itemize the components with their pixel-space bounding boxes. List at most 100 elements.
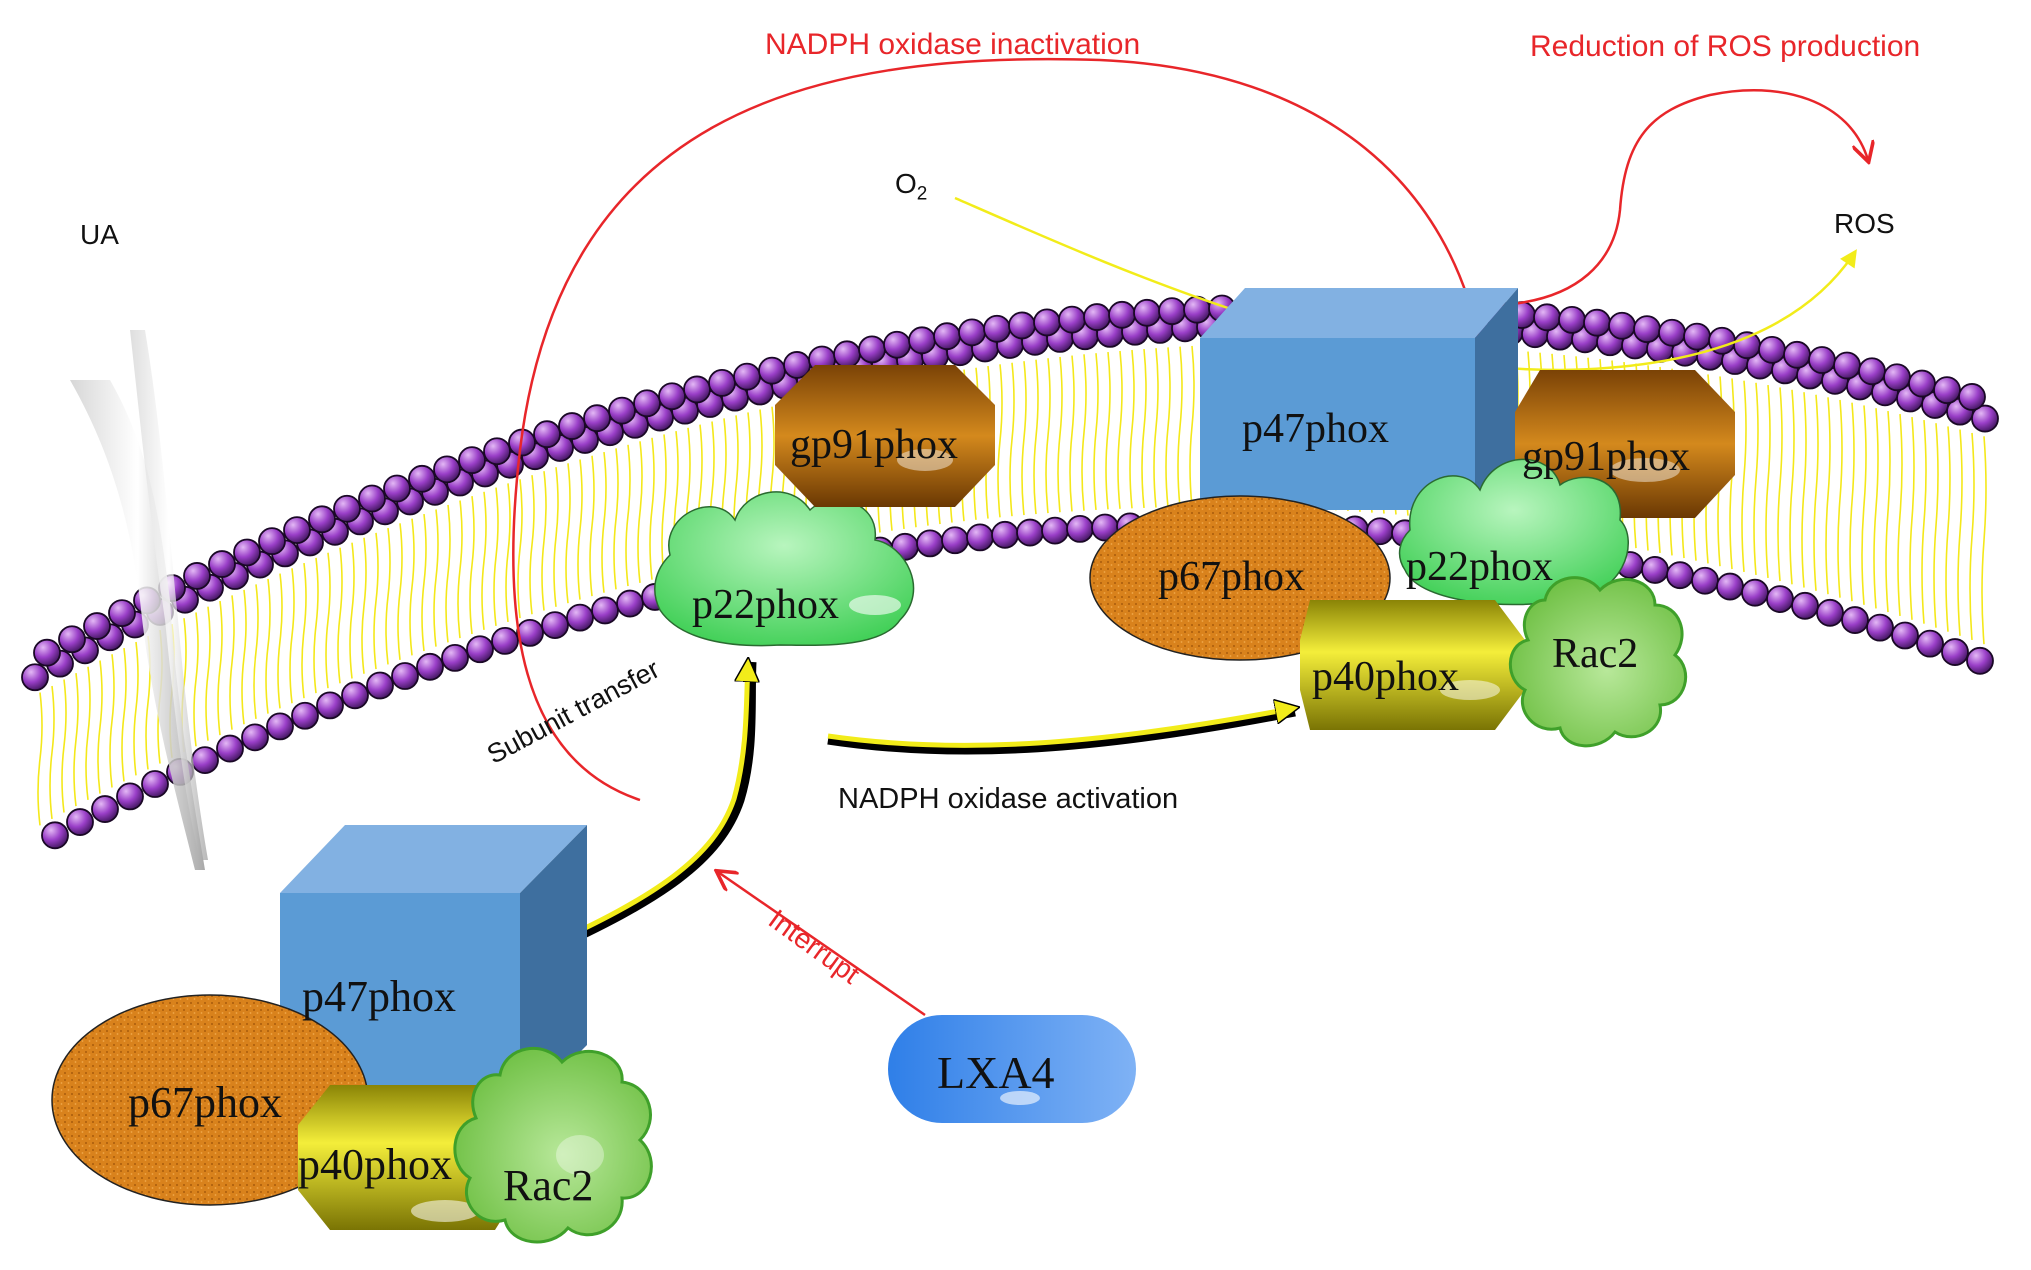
lipid-head: [966, 523, 994, 552]
lipid-head: [433, 455, 461, 484]
lipid-tail: [1165, 347, 1171, 508]
lipid-head: [983, 314, 1011, 343]
lipid-head: [1633, 315, 1661, 344]
nadph-inactivation-label: NADPH oxidase inactivation: [765, 28, 1141, 61]
lipid-tail: [1057, 356, 1063, 513]
lipid-head: [366, 671, 394, 700]
o2-label-sub: 2: [916, 183, 928, 205]
subunit-transfer-arrow-outline: [543, 661, 757, 957]
subunit-transfer-arrow: [543, 662, 748, 950]
ros-reduction-label: Reduction of ROS production: [1530, 30, 1921, 63]
lipid-head: [66, 808, 94, 836]
lipid-tail: [1837, 399, 1843, 598]
lipid-tail: [637, 441, 643, 583]
lipid-head: [258, 527, 286, 556]
lipid-head: [1658, 318, 1686, 347]
lipid-head: [441, 643, 469, 672]
lipid-tail: [997, 364, 1003, 518]
lipid-head: [191, 746, 219, 774]
lipid-tail: [1117, 350, 1123, 509]
membrane-p22-left-label: p22phox: [692, 582, 839, 628]
ua-label: UA: [80, 219, 119, 250]
lipid-head: [208, 550, 236, 578]
lipid-head: [916, 529, 944, 558]
lipid-head: [1158, 297, 1186, 326]
lipid-tail: [1069, 355, 1075, 512]
lipid-head: [1908, 369, 1936, 398]
lipid-head: [483, 437, 511, 466]
lipid-head: [1666, 561, 1694, 590]
membrane-p67-right-label: p67phox: [1158, 554, 1305, 600]
lipid-head: [458, 446, 486, 475]
membrane-complex-left: [654, 365, 995, 647]
lipid-tail: [565, 463, 571, 604]
lipid-tail: [61, 679, 67, 813]
lipid-tail: [1021, 361, 1027, 516]
cytosolic-p47-label: p47phox: [302, 972, 456, 1021]
lipid-tail: [529, 475, 535, 615]
lipid-heads: [21, 292, 1999, 850]
lipid-tail: [1861, 405, 1867, 605]
lipid-head: [58, 625, 86, 654]
lipid-head: [1133, 298, 1161, 327]
lipid-tail: [541, 471, 547, 611]
cytosolic-p40-label: p40phox: [298, 1140, 452, 1189]
lipid-tail: [289, 568, 295, 704]
lipid-head: [591, 596, 619, 625]
lipid-tail: [1741, 380, 1747, 573]
membrane-rac2-right: [1508, 576, 1688, 748]
lipid-head: [933, 322, 961, 351]
lipid-tail: [1885, 411, 1891, 613]
lipid-head: [1816, 598, 1844, 627]
cytosolic-complex: [51, 825, 653, 1244]
lipid-head: [1558, 305, 1586, 334]
lipid-head: [1691, 566, 1719, 595]
lipid-head: [416, 652, 444, 681]
lipid-tail: [133, 641, 139, 776]
lipid-tail: [229, 595, 235, 730]
lipid-tail: [1765, 385, 1771, 579]
lipid-head: [1866, 613, 1894, 642]
lipid-head: [341, 681, 369, 710]
lipid-head: [1958, 383, 1986, 411]
lipid-tail: [517, 479, 523, 619]
lipid-tail: [1825, 397, 1831, 595]
lipid-tail: [265, 578, 271, 714]
lipid-head: [358, 484, 386, 513]
lxa4-label: LXA4: [937, 1047, 1055, 1098]
lipid-tail: [205, 606, 211, 741]
lipid-tail: [85, 666, 91, 800]
lipid-tail: [1189, 345, 1195, 507]
lipid-head: [1791, 591, 1819, 620]
lipid-tail: [445, 504, 451, 643]
inactivation-arrow: [512, 57, 1480, 802]
cytosolic-rac2-label: Rac2: [503, 1161, 594, 1210]
lipid-head: [883, 330, 911, 359]
lipid-head: [1641, 556, 1669, 584]
lipid-tail: [193, 612, 199, 747]
lipid-tail: [1777, 387, 1783, 582]
lipid-head: [1841, 606, 1869, 634]
lipid-head: [1916, 629, 1944, 658]
activation-arrow-outline: [827, 707, 1296, 755]
lipid-head: [1783, 340, 1811, 369]
lipid-head: [1766, 585, 1794, 613]
lipid-bilayer-membrane: [21, 292, 1999, 850]
lipid-tail: [493, 487, 499, 626]
lipid-tail: [1921, 420, 1927, 624]
lipid-head: [658, 382, 686, 411]
membrane-rac2-right-label: Rac2: [1552, 631, 1639, 677]
lipid-tail: [73, 673, 79, 807]
lipid-head: [21, 663, 49, 692]
membrane-gp91-left: [775, 365, 995, 507]
lipid-tail: [625, 444, 631, 587]
lipid-tail: [49, 685, 55, 820]
lipid-tail: [1801, 392, 1807, 588]
membrane-p22-left: [654, 491, 915, 647]
lipid-head: [1608, 311, 1636, 340]
lipid-tail: [505, 483, 511, 623]
lipid-head: [1033, 308, 1061, 337]
lipid-tail: [109, 654, 115, 788]
lipid-head: [1741, 578, 1769, 607]
